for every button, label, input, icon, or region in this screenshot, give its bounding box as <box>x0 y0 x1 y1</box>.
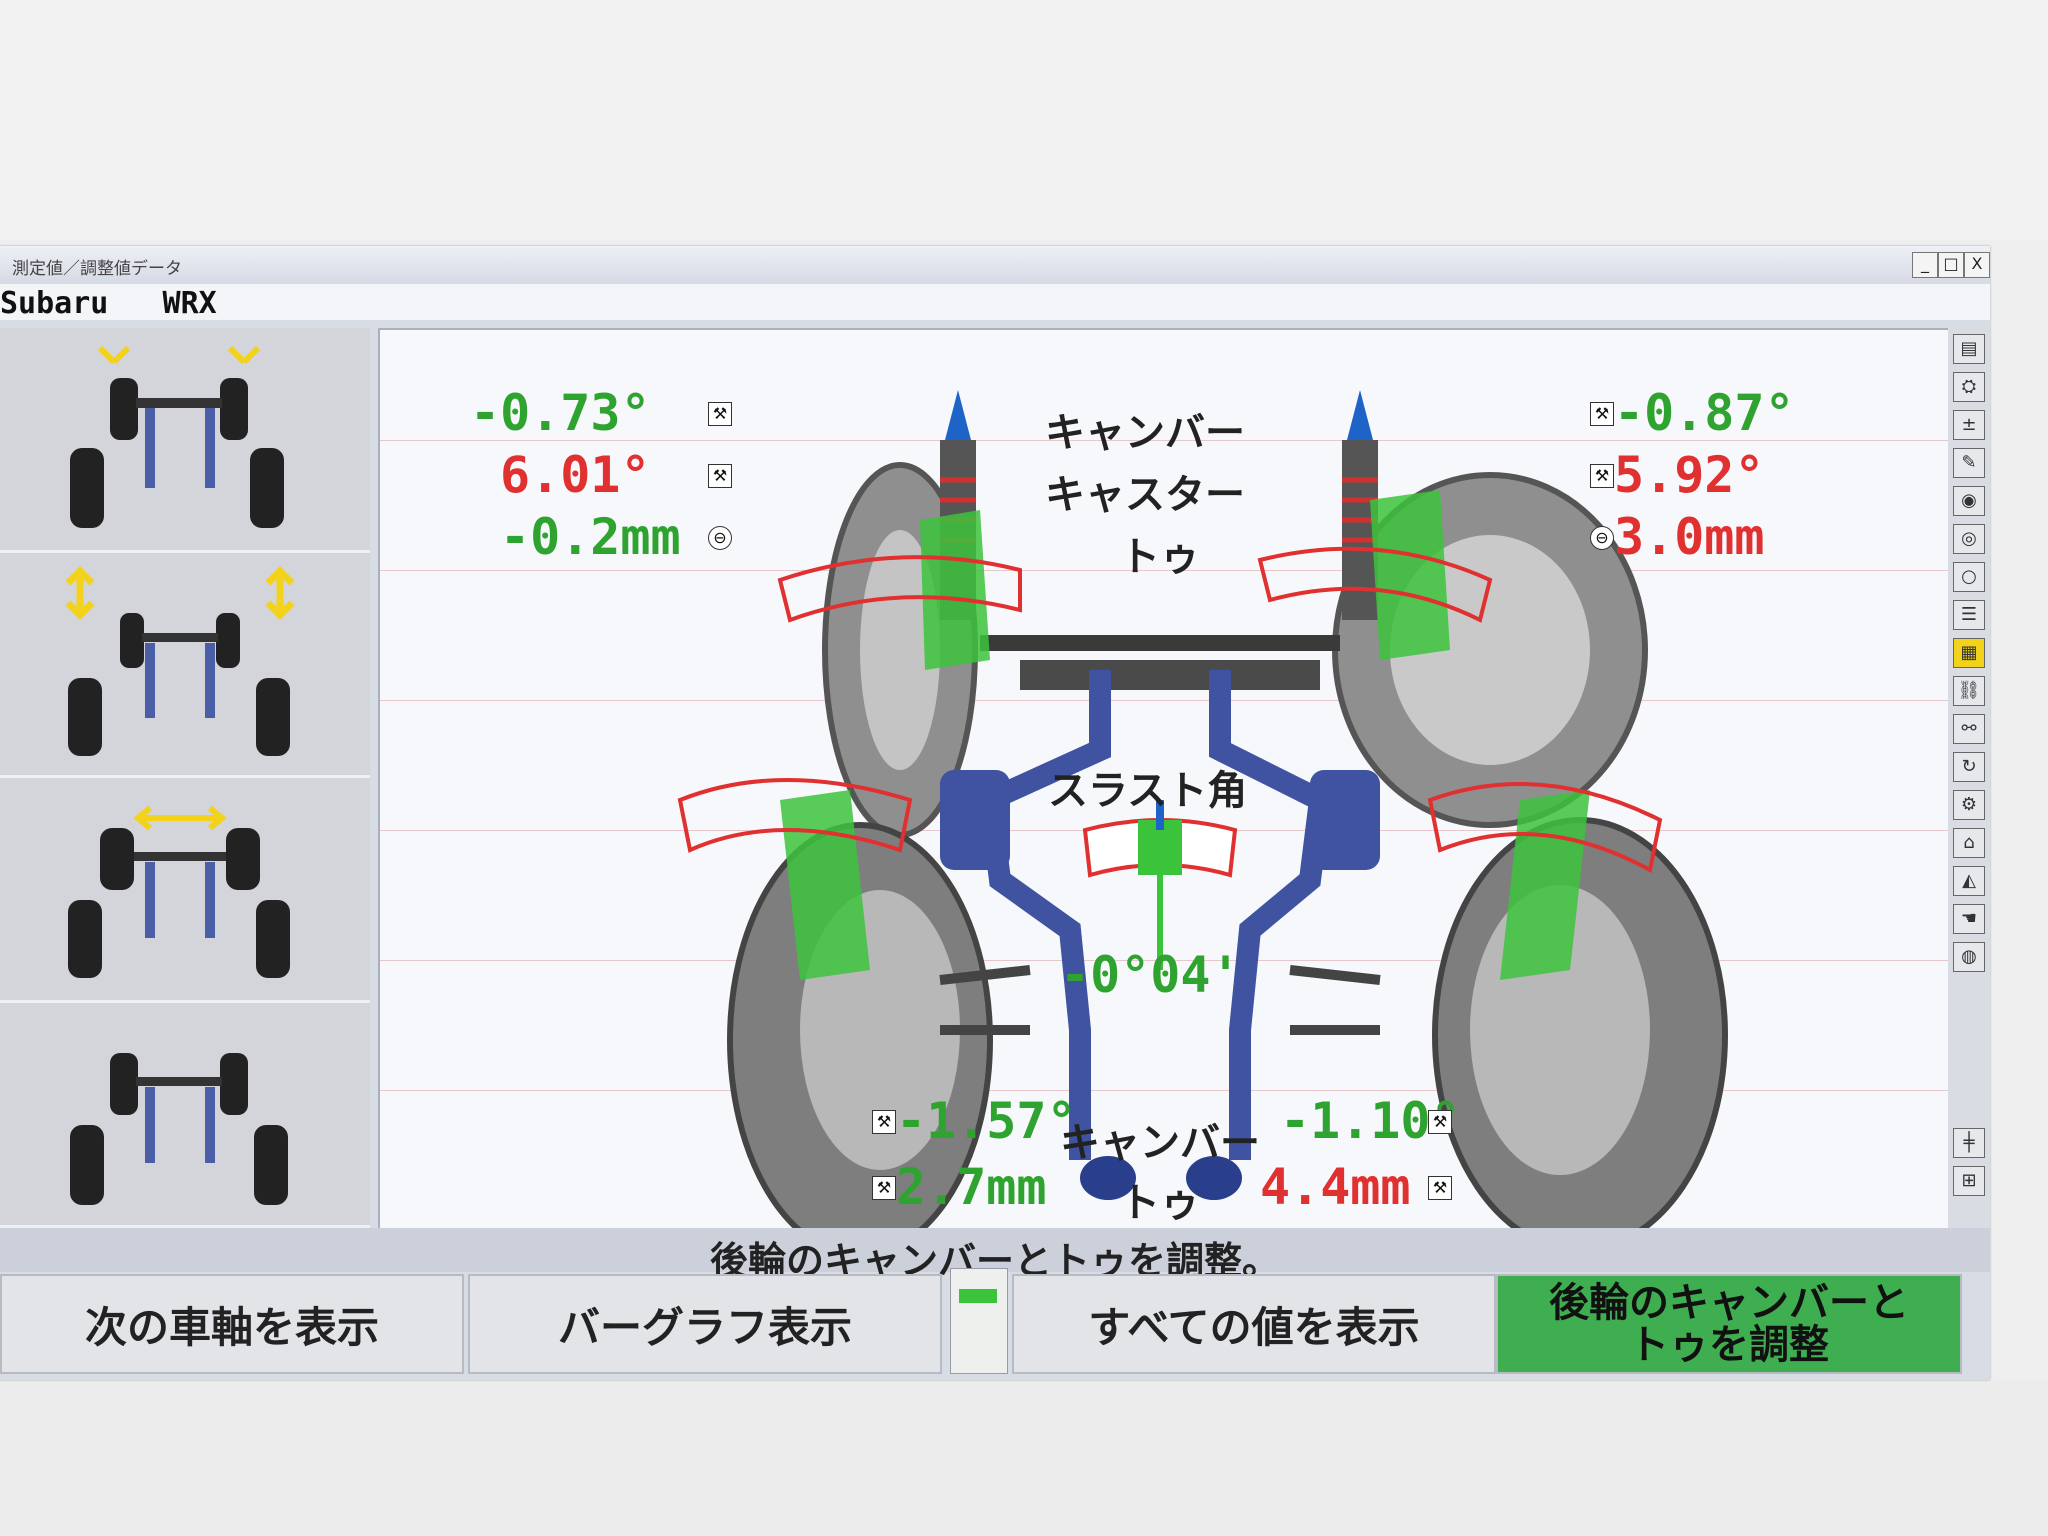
side-toolbar: ▤ ⛭ ± ✎ ◉ ◎ ○ ☰ ▦ ⛓ ⚯ ↻ ⚙ ⌂ ◭ ☚ ◍ ╪ ⊞ <box>1948 328 1990 1228</box>
vehicle-top-icon[interactable]: ⊞ <box>1953 1166 1985 1196</box>
hand-icon[interactable]: ☚ <box>1953 904 1985 934</box>
axle-selector-panel <box>0 328 370 1228</box>
zoom-gauge-icon[interactable] <box>950 1268 1008 1374</box>
window-title: 測定値／調整値データ <box>12 259 182 279</box>
vehicle-bar: Subaru WRX <box>0 284 1990 321</box>
alignment-view: -0.73° ⚒ 6.01° ⚒ -0.2mm ⊖ キャンバー キャスター トゥ… <box>378 328 1950 1232</box>
adjust-button-line1: 後輪のキャンバーと <box>1549 1280 1909 1326</box>
rear-toe-label: トゥ <box>1120 1180 1200 1226</box>
close-button[interactable]: X <box>1964 252 1990 278</box>
rear-left-toe-value: 2.7mm <box>896 1158 1047 1216</box>
wrench-icon[interactable]: ⚒ <box>1428 1110 1452 1134</box>
axle-thumb-front-camber[interactable] <box>0 328 370 553</box>
photo-background-right <box>1990 240 2048 1380</box>
gridline <box>380 440 1948 441</box>
maximize-button[interactable]: □ <box>1938 252 1964 278</box>
front-camber-label: キャンバー <box>1045 410 1245 456</box>
photo-background-bottom <box>0 1380 2048 1536</box>
front-left-toe-value: -0.2mm <box>500 508 681 566</box>
axle-thumb-front-height[interactable] <box>0 553 370 778</box>
wrench-icon[interactable]: ⚒ <box>872 1176 896 1200</box>
printer-icon[interactable]: ▤ <box>1953 334 1985 364</box>
instruction-bar: 後輪のキャンバーとトゥを調整。 <box>0 1228 1990 1283</box>
active-mode-icon[interactable]: ▦ <box>1953 638 1985 668</box>
adjust-button-line2: トゥを調整 <box>1629 1322 1829 1368</box>
axle-front-toe-icon <box>68 805 290 978</box>
sensor-icon[interactable]: ◉ <box>1953 486 1985 516</box>
axle-view-icon[interactable]: ╪ <box>1953 1128 1985 1158</box>
axle-thumb-front-toe[interactable] <box>0 778 370 1003</box>
minimize-button[interactable]: _ <box>1912 252 1938 278</box>
lift-icon[interactable]: ⌂ <box>1953 828 1985 858</box>
front-left-caster-value: 6.01° <box>500 446 651 504</box>
rear-right-toe-value: 4.4mm <box>1260 1158 1411 1216</box>
tolerance-icon[interactable]: ± <box>1953 410 1985 440</box>
rear-left-camber-value: -1.57° <box>896 1092 1077 1150</box>
wrench-icon[interactable]: ⚒ <box>708 464 732 488</box>
gridline <box>380 960 1948 961</box>
front-right-toe-value: 3.0mm <box>1614 508 1765 566</box>
thrust-angle-label: スラスト角 <box>1048 768 1248 814</box>
front-toe-label: トゥ <box>1120 534 1200 580</box>
suspension-illustration <box>677 390 1728 1230</box>
steering-icon[interactable]: ◎ <box>1953 524 1985 554</box>
chain-icon[interactable]: ⛓ <box>1953 676 1985 706</box>
rear-camber-label: キャンバー <box>1060 1120 1260 1166</box>
wheel-turn-icon[interactable]: ↻ <box>1953 752 1985 782</box>
front-right-caster-value: 5.92° <box>1614 446 1765 504</box>
gridline <box>380 1090 1948 1091</box>
wrench-icon[interactable]: ⚒ <box>872 1110 896 1134</box>
axle-rear-icon <box>70 1053 288 1205</box>
wheel-icon[interactable]: ○ <box>1953 562 1985 592</box>
bar-graph-button[interactable]: バーグラフ表示 <box>468 1274 942 1374</box>
photo-background-top <box>0 0 2048 240</box>
adjust-rear-camber-toe-button[interactable]: 後輪のキャンバーと トゥを調整 <box>1496 1274 1962 1374</box>
vehicle-spec-icon[interactable]: ⛭ <box>1953 372 1985 402</box>
wrench-icon[interactable]: ⚒ <box>1428 1176 1452 1200</box>
title-bar: 測定値／調整値データ _ □ X <box>0 246 1990 285</box>
settings-icon[interactable]: ⚙ <box>1953 790 1985 820</box>
wrench-icon[interactable]: ⚒ <box>1590 402 1614 426</box>
gridline <box>380 570 1948 571</box>
thrust-angle-value: -0°04' <box>1060 946 1241 1004</box>
vehicle-name: Subaru WRX <box>0 286 217 321</box>
tools-icon[interactable]: ✎ <box>1953 448 1985 478</box>
axle-front-height-icon <box>65 566 295 756</box>
gauge-indicator <box>959 1289 997 1303</box>
axle-thumb-rear[interactable] <box>0 1003 370 1228</box>
link-icon[interactable]: ⚯ <box>1953 714 1985 744</box>
list-icon[interactable]: ☰ <box>1953 600 1985 630</box>
steering-wheel-icon[interactable]: ⊖ <box>1590 526 1614 550</box>
front-caster-label: キャスター <box>1045 472 1245 518</box>
shoe-icon[interactable]: ◭ <box>1953 866 1985 896</box>
wrench-icon[interactable]: ⚒ <box>708 402 732 426</box>
globe-icon[interactable]: ◍ <box>1953 942 1985 972</box>
next-axle-button[interactable]: 次の車軸を表示 <box>0 1274 464 1374</box>
front-right-camber-value: -0.87° <box>1614 384 1795 442</box>
alignment-window: 測定値／調整値データ _ □ X Subaru WRX <box>0 246 1990 1380</box>
steering-wheel-icon[interactable]: ⊖ <box>708 526 732 550</box>
front-left-camber-value: -0.73° <box>470 384 651 442</box>
gridline <box>380 700 1948 701</box>
show-all-values-button[interactable]: すべての値を表示 <box>1012 1274 1496 1374</box>
axle-front-camber-icon <box>70 345 284 528</box>
wrench-icon[interactable]: ⚒ <box>1590 464 1614 488</box>
